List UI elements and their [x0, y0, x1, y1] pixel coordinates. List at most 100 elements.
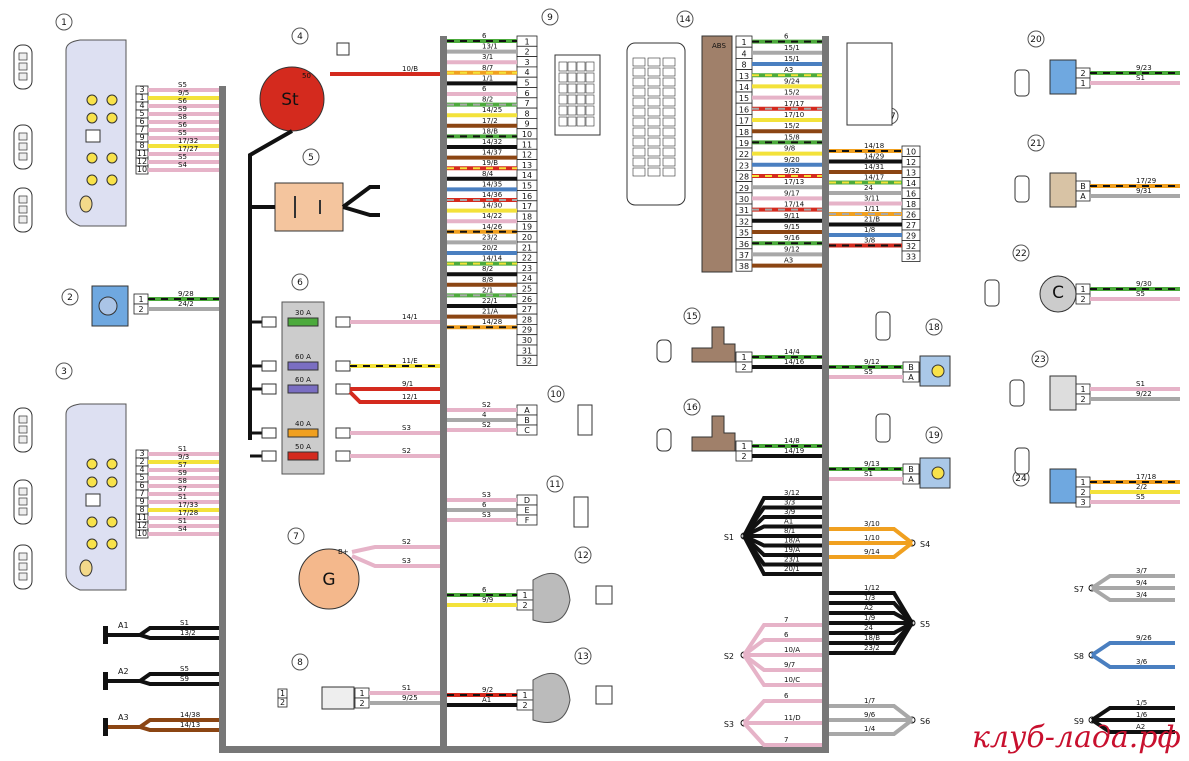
splice-s6-wire	[829, 718, 914, 736]
sensor-23-wire-label: 9/22	[1136, 390, 1152, 398]
connector-14-wire-label: A3	[784, 66, 793, 74]
connector-9-pin-label: 26	[522, 295, 532, 304]
motor-icon	[85, 129, 101, 143]
tacho-22-wire-label: 9/30	[1136, 280, 1152, 288]
sensor-15-pin-label: 2	[741, 363, 746, 372]
connector-icon	[573, 496, 589, 528]
splice-s7-label: S7	[1074, 585, 1084, 594]
lamp-19-wire-label: 9/13	[864, 460, 880, 468]
splice-s3-wire	[742, 699, 822, 725]
connector-17-pin-label: 16	[906, 190, 916, 199]
connector-cell	[647, 87, 661, 97]
starter-wire-label: 10/B	[402, 65, 418, 73]
splice-s1-wire	[742, 515, 822, 538]
connector-14-wire-label: 9/32	[784, 167, 800, 175]
motor-2-wire-label: 24/2	[178, 300, 194, 308]
generator-body	[298, 548, 360, 610]
component-number: 15	[686, 312, 697, 322]
headlight-3-wire-label: 9/3	[178, 453, 189, 461]
fuse	[287, 361, 319, 371]
fuse-terminal	[261, 383, 277, 395]
connector-14-pin-label: 29	[739, 184, 749, 193]
component-number-circle	[291, 273, 309, 291]
sensor-16-body	[691, 415, 736, 452]
component-number: 10	[550, 390, 562, 400]
splice-s7-wire-label: 3/4	[1136, 591, 1148, 599]
splice-s2-label: S2	[724, 652, 734, 661]
motor-icon	[85, 493, 101, 507]
motor-24-pin-label: 2	[1080, 488, 1085, 497]
connector-cell	[647, 117, 661, 127]
connector-9-pin-label: 4	[524, 68, 529, 77]
connector-17-pin-label: 32	[906, 242, 916, 251]
sensor-8-pin-label: 1	[359, 689, 364, 698]
splice-s7-wire	[1090, 586, 1175, 602]
splice-s4-label: S4	[920, 540, 930, 549]
connector-cell	[647, 167, 661, 177]
connector-14-pin-label: 18	[739, 128, 749, 137]
sensor-21-body	[1049, 172, 1077, 208]
connector-10-wire-label: S2	[482, 401, 491, 409]
sensor-21-pin-label: A	[1080, 192, 1086, 201]
lamp-19-icon	[931, 466, 945, 480]
connector-9-pin-label: 25	[522, 285, 532, 294]
headlight-1-wire-label: 17/27	[178, 145, 198, 153]
connector-9-wire-label: 14/30	[482, 202, 502, 210]
connector-cell	[18, 552, 28, 561]
splice-s2-wire-label: 10/A	[784, 646, 800, 654]
component-number-circle	[291, 653, 309, 671]
component-number: 16	[686, 403, 698, 413]
connector-17-wire-label: 24	[864, 184, 873, 192]
connector-9-pin-label: 1	[524, 37, 529, 46]
connector-cell	[576, 94, 586, 105]
connector-cell	[632, 97, 646, 107]
connector-icon	[875, 311, 891, 341]
connector-9-wire-label: 13/1	[482, 43, 498, 51]
splice-s1-wire-label: 19/A	[784, 546, 800, 554]
connector-9-wire-label: 1/1	[482, 74, 493, 82]
motor-2-pin-label: 1	[138, 295, 143, 304]
connector-9-pin-label: 19	[522, 223, 532, 232]
ground-wire-label: S9	[180, 675, 189, 683]
connector-14-pin-label: 28	[739, 173, 749, 182]
component-number: 22	[1015, 249, 1026, 259]
fuse-wire-label: 9/1	[402, 380, 413, 388]
connector-cell	[18, 507, 28, 516]
connector-17-face	[846, 42, 893, 126]
connector-cell	[558, 94, 568, 105]
connector-cell	[18, 487, 28, 496]
connector-9-wire-label: 3/1	[482, 53, 493, 61]
ground-mark	[103, 626, 108, 644]
connector-14-wire-label: 15/2	[784, 89, 800, 97]
connector-9-wire-label: 8/8	[482, 276, 493, 284]
connector-cell	[567, 83, 577, 94]
fan-12-wire-label: 9/9	[482, 596, 493, 604]
headlight-3-wire-label: 17/33	[178, 501, 198, 509]
connector-14-pin-label: 38	[739, 262, 749, 271]
connector-9-pin-label: 7	[524, 99, 529, 108]
connector-icon	[1014, 175, 1030, 203]
sensor-20-wire-label: S1	[1136, 74, 1145, 82]
connector-9-pin-label: 28	[522, 315, 532, 324]
sensor-8-wire-label: S1	[402, 684, 411, 692]
connector-cell	[662, 147, 676, 157]
connector-11-wire-label: S3	[482, 511, 491, 519]
connector-14-wire-label: 17/10	[784, 111, 804, 119]
abs-module	[701, 35, 733, 273]
connector-14-wire-label: 9/12	[784, 245, 800, 253]
connector-icon	[1014, 69, 1030, 97]
headlight-3-pin-label: 9	[139, 497, 144, 506]
component-number: 13	[577, 652, 588, 662]
component-number: 21	[1030, 139, 1041, 149]
headlight-3-pin-label: 12	[137, 521, 147, 530]
generator-label: G	[322, 570, 335, 590]
connector-cell	[558, 83, 568, 94]
connector-14-wire-label: 9/11	[784, 212, 800, 220]
connector-cell	[632, 77, 646, 87]
connector-14-wire-label: 17/17	[784, 100, 804, 108]
sensor-23-pin-label: 1	[1080, 385, 1085, 394]
connector-14-pin-label: 22	[739, 150, 749, 159]
ground-wire-label: 14/38	[180, 711, 200, 719]
connector-17-wire-label: 1/8	[864, 226, 875, 234]
connector-14-wire-label: 15/2	[784, 122, 800, 130]
